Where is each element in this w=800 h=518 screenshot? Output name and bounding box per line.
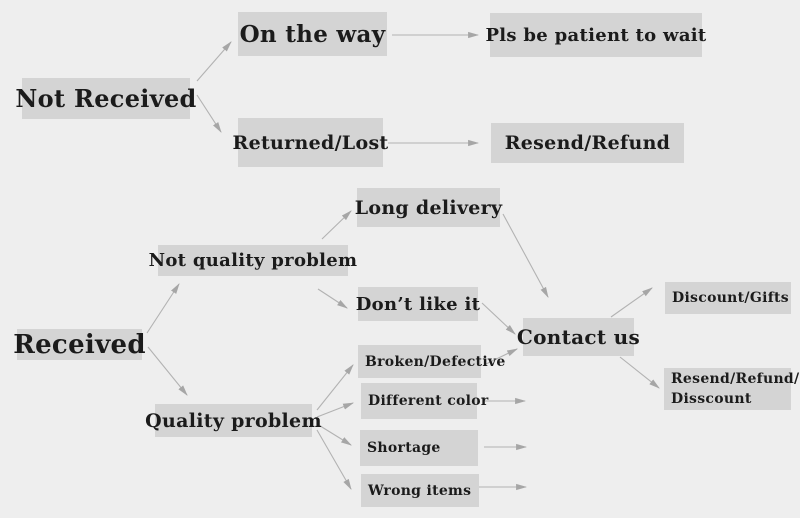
node-received-label: Received: [13, 329, 146, 360]
node-pls-be-patient-label: Pls be patient to wait: [485, 24, 707, 46]
node-discount-gifts-label: Discount/Gifts: [672, 290, 789, 306]
edge-contact-us-to-resend-disscount: [619, 356, 660, 389]
node-contact-us: Contact us: [517, 318, 640, 356]
node-pls-be-patient-to-wait: Pls be patient to wait: [485, 13, 706, 57]
node-returned-lost: Returned/Lost: [233, 118, 388, 167]
edge-quality-to-wrong-items: [316, 429, 352, 490]
node-not-quality-problem: Not quality problem: [149, 245, 357, 276]
node-quality-problem: Quality problem: [145, 404, 322, 437]
node-resend-refund: Resend/Refund: [491, 123, 684, 163]
edge-long-delivery-to-contact-us: [502, 213, 549, 298]
node-wrong-items-label: Wrong items: [368, 482, 472, 499]
node-on-the-way-label: On the way: [239, 20, 386, 48]
edge-broken-defective-to-contact-us: [485, 348, 518, 365]
node-received: Received: [13, 329, 146, 360]
node-different-color: Different color: [361, 383, 488, 419]
node-shortage-label: Shortage: [367, 440, 441, 456]
node-not-quality-problem-label: Not quality problem: [148, 250, 358, 271]
node-on-the-way: On the way: [238, 12, 387, 56]
node-returned-lost-label: Returned/Lost: [232, 131, 389, 154]
node-resend-refund-disscount-line2: Disscount: [671, 391, 752, 407]
node-not-received-label: Not Received: [15, 84, 197, 113]
node-resend-refund-disscount: Resend/Refund/ Disscount: [664, 368, 799, 410]
node-resend-refund-disscount-line1: Resend/Refund/: [671, 371, 800, 387]
edge-quality-to-different-color: [316, 402, 355, 418]
node-not-received: Not Received: [15, 78, 196, 119]
node-quality-problem-label: Quality problem: [145, 409, 322, 432]
edge-quality-to-broken-defective: [316, 364, 354, 411]
edge-not-quality-to-long-delivery: [321, 210, 352, 240]
edge-received-to-quality-problem: [147, 346, 188, 396]
edge-contact-us-to-discount-gifts: [610, 287, 653, 318]
node-broken-defective-label: Broken/Defective: [365, 353, 506, 370]
edge-not-received-to-returned-lost: [196, 94, 222, 133]
node-broken-defective: Broken/Defective: [358, 345, 505, 378]
node-different-color-label: Different color: [368, 393, 489, 409]
node-shortage: Shortage: [360, 430, 478, 466]
node-dont-like-it-label: Don’t like it: [355, 293, 481, 315]
node-dont-like-it: Don’t like it: [355, 287, 481, 321]
node-resend-refund-label: Resend/Refund: [504, 132, 671, 154]
edge-received-to-not-quality-problem: [146, 283, 180, 334]
node-wrong-items: Wrong items: [361, 474, 479, 507]
node-long-delivery: Long delivery: [354, 188, 503, 227]
node-contact-us-label: Contact us: [516, 325, 641, 349]
edge-not-quality-to-dont-like-it: [317, 288, 348, 309]
edge-dont-like-it-to-contact-us: [481, 302, 516, 335]
edge-quality-to-shortage: [316, 423, 352, 446]
node-long-delivery-label: Long delivery: [354, 196, 503, 219]
node-discount-gifts: Discount/Gifts: [665, 282, 791, 314]
edge-not-received-to-on-the-way: [196, 41, 232, 82]
